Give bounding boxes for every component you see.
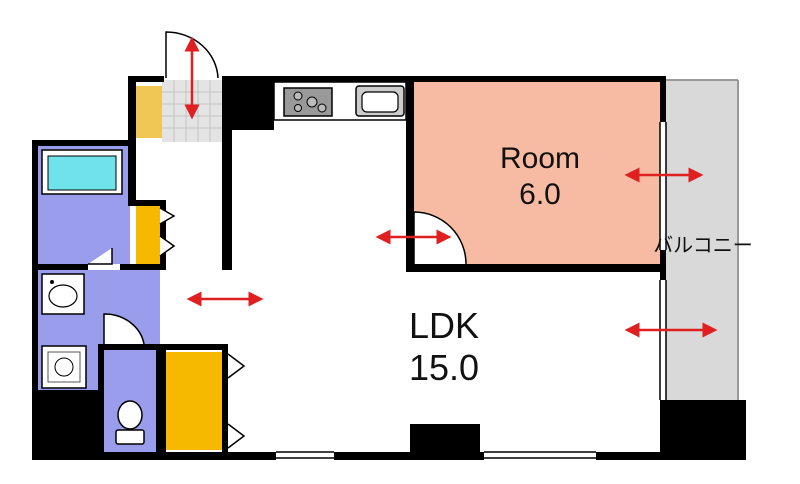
room-name-label: Room xyxy=(500,142,580,175)
sink-icon xyxy=(355,85,405,117)
stove-icon xyxy=(283,87,333,117)
washbasin-icon xyxy=(41,273,85,315)
walls xyxy=(32,76,746,460)
shoe-box xyxy=(134,86,162,138)
windows xyxy=(276,122,667,459)
toilet-icon xyxy=(115,400,145,445)
ldk-name-label: LDK xyxy=(409,305,479,346)
closet-large xyxy=(166,352,222,450)
airflow-arrow-icon xyxy=(184,36,718,338)
balcony-label: バルコニー xyxy=(653,235,753,257)
ldk-size-label: 15.0 xyxy=(409,347,479,388)
closet-small xyxy=(136,206,160,264)
washer-icon xyxy=(41,345,87,389)
room-size-label: 6.0 xyxy=(519,178,561,211)
bathtub-icon xyxy=(41,149,123,195)
balcony-area xyxy=(666,80,738,406)
